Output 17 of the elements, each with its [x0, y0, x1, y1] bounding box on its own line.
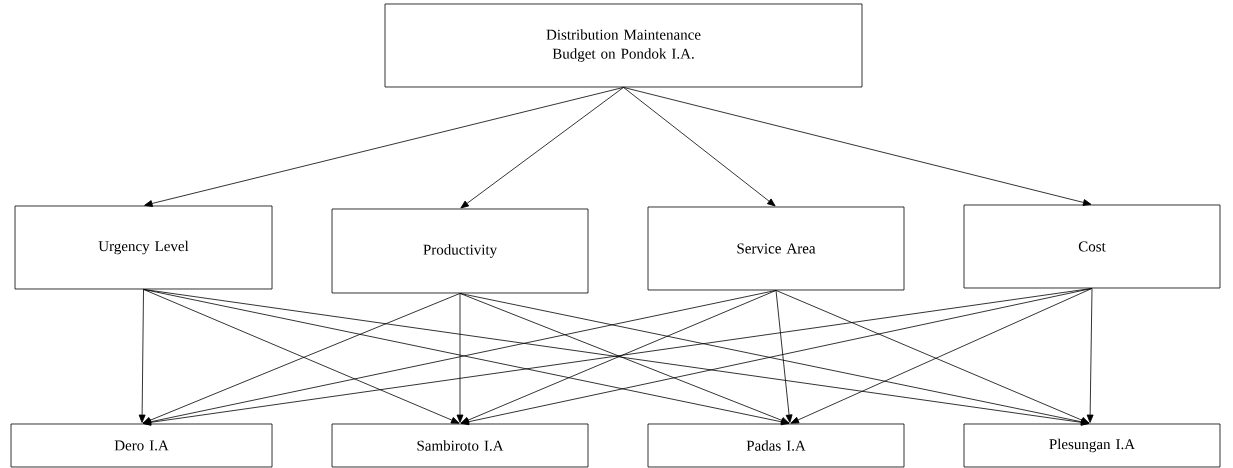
alternative-box: Plesungan I.A	[963, 423, 1221, 468]
arrow	[623, 87, 776, 207]
criterion-box: Urgency Level	[14, 205, 273, 290]
alternative-box: Dero I.A	[10, 423, 273, 468]
arrow	[138, 289, 146, 423]
arrow	[775, 290, 793, 423]
goal-box: Distribution Maintenance Budget on Pondok I.A.	[384, 3, 863, 88]
alternative-box: Sambiroto I.A	[331, 423, 589, 468]
alternative-box: Padas I.A	[647, 423, 905, 468]
criterion-box: Cost	[963, 204, 1221, 289]
arrow	[456, 293, 464, 423]
arrow	[623, 87, 1092, 206]
arrow	[1086, 288, 1094, 423]
arrow	[144, 87, 624, 207]
criterion-box: Service Area	[647, 206, 905, 291]
arrow	[460, 87, 624, 209]
criterion-box: Productivity	[331, 208, 589, 294]
